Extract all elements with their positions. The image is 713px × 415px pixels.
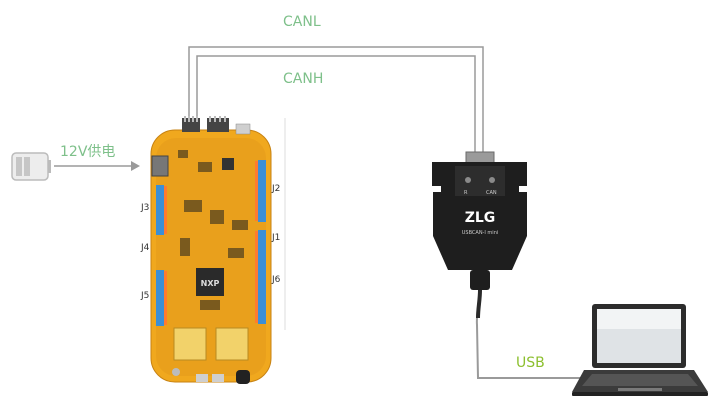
usb-label: USB bbox=[516, 355, 545, 371]
header-j6: J6 bbox=[271, 275, 281, 285]
header-j3: J3 bbox=[140, 203, 149, 213]
touch-pad-right bbox=[215, 327, 249, 361]
nxp-board: NXP bbox=[150, 116, 272, 384]
led-can bbox=[489, 177, 495, 183]
power-label: 12V供电 bbox=[60, 144, 115, 160]
power-jack bbox=[151, 155, 169, 177]
nxp-chip bbox=[196, 268, 224, 296]
header-j5: J5 bbox=[140, 291, 149, 301]
usbcan-adapter: R CAN ZLG USBCAN-I mini bbox=[432, 151, 527, 290]
header-left-upper bbox=[156, 185, 164, 235]
svg-text:R: R bbox=[464, 190, 468, 196]
canl-label: CANL bbox=[283, 14, 321, 30]
adapter-model: USBCAN-I mini bbox=[462, 230, 499, 236]
canh-wire bbox=[196, 55, 476, 158]
header-j2: J2 bbox=[271, 184, 280, 194]
laptop-icon bbox=[572, 304, 708, 396]
touch-pad-left bbox=[173, 327, 207, 361]
battery-icon bbox=[11, 152, 51, 181]
canh-label: CANH bbox=[283, 71, 323, 87]
header-right-lower bbox=[258, 230, 266, 324]
header-j1: J1 bbox=[271, 233, 280, 243]
header-right-upper bbox=[258, 160, 266, 222]
adapter-logo: ZLG bbox=[465, 210, 496, 226]
buzzer bbox=[236, 370, 250, 384]
led-r bbox=[465, 177, 471, 183]
canl-wire bbox=[188, 46, 484, 158]
header-left-lower bbox=[156, 270, 164, 326]
header-j4: J4 bbox=[140, 243, 150, 253]
board-components bbox=[178, 150, 248, 310]
chip-logo: NXP bbox=[201, 279, 220, 288]
top-pin-header bbox=[182, 116, 251, 135]
svg-text:CAN: CAN bbox=[486, 190, 497, 196]
